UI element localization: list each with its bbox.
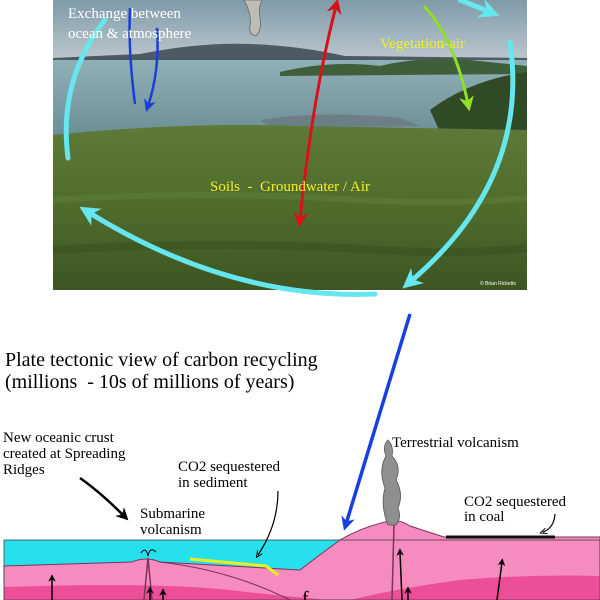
label-crust-2: created at Spreading [3,446,126,462]
label-co2-sediment-1: CO2 sequestered [178,459,281,475]
label-co2-coal-2: in coal [464,509,504,525]
vegetation-air-arrow [422,4,474,112]
volcano-conduit [391,524,395,600]
subducting-slab [159,561,291,600]
volcano-plume [381,439,401,526]
cycle-arrow-top-right [457,0,500,18]
cycle-arrow-right [402,39,516,289]
ocean-exchange-arrows [128,7,159,112]
label-crust-3: Ridges [3,462,45,478]
label-ocean-atmosphere-1: Exchange between [68,6,181,22]
tectonic-title-1: Plate tectonic view of carbon recycling [5,349,318,371]
crust-layer [3,520,600,600]
crust-leader-arrow [79,476,129,521]
distant-island [53,43,527,62]
ridge-vent-icon [140,549,157,557]
cycle-arrow-left [63,17,108,161]
coal-leader-arrow [543,513,556,532]
label-terrestrial-volcanism: Terrestrial volcanism [392,435,519,451]
partial-glyph: f [302,588,309,600]
label-soils-groundwater: Soils - Groundwater / Air [210,179,370,195]
mantle-right [350,575,600,600]
label-co2-coal-1: CO2 sequestered [464,494,567,510]
soil-groundwater-arrow [293,0,342,228]
upwelling-arrows [48,548,506,600]
cycle-arrows [63,0,516,297]
label-submarine-1: Submarine [140,506,205,522]
label-co2-sediment-2: in sediment [178,475,248,491]
sediment-leader-arrow [258,490,279,555]
ocean-arrow-up [144,27,159,112]
cross-section: f [3,439,600,600]
cycle-arrow-bottom [79,206,378,297]
tectonic-title-2: (millions - 10s of millions of years) [5,371,294,393]
sediment-line [189,557,279,577]
grass-field [53,125,527,290]
shrubs [430,72,527,132]
label-submarine-2: volcanism [140,522,202,538]
photo-credit: © Brian Ricketts [480,280,516,287]
label-ocean-atmosphere-2: ocean & atmosphere [68,26,192,42]
ocean-arrow-down [128,7,137,105]
ridge-conduit [143,557,153,600]
label-vegetation-air: Vegetation-air [380,36,465,52]
headland [280,58,527,76]
label-crust-1: New oceanic crust [3,430,115,446]
smoke-plume [243,0,263,37]
mantle-left [4,585,330,600]
linking-arrow [341,313,412,531]
